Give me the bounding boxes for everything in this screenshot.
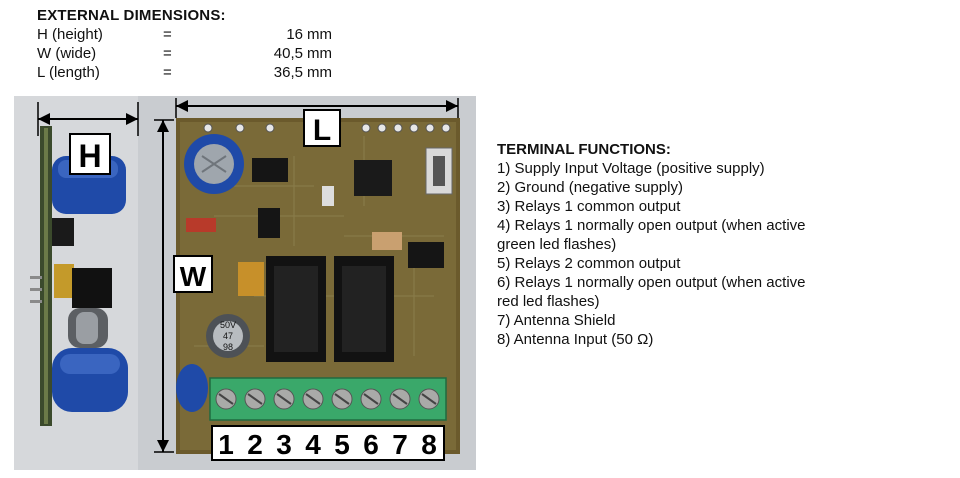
terminal-function-line: 1) Supply Input Voltage (positive supply… (497, 160, 765, 177)
capacitor-vent (201, 155, 227, 173)
terminal-function-line: 3) Relays 1 common output (497, 198, 681, 215)
terminal-number: 5 (334, 429, 350, 460)
dimension-equals: = (163, 45, 172, 62)
side-amber-component (54, 264, 74, 298)
terminal-number: 3 (276, 429, 292, 460)
ic-chip-right (408, 242, 444, 268)
dimension-row-height: H (height) = 16 mm (37, 25, 337, 44)
side-grey-capacitor-shine (76, 312, 98, 344)
dimension-label: H (height) (37, 26, 103, 43)
h-arrow-head-right (126, 113, 138, 125)
terminal-number: 6 (363, 429, 379, 460)
grey-capacitor-top (213, 321, 243, 351)
side-pin (30, 276, 42, 279)
dimension-value: 36,5 (273, 64, 303, 81)
relay-1-top (274, 266, 318, 352)
side-black-component (52, 218, 74, 246)
terminal-number: 7 (392, 429, 408, 460)
terminal-function-line: 7) Antenna Shield (497, 312, 616, 329)
circuit-board-photo: H (14, 96, 476, 470)
side-pcb-highlight (44, 128, 48, 424)
capacitor-value-text: 47 (223, 331, 233, 341)
h-label: H (78, 138, 101, 174)
dimension-value: 16 (286, 26, 303, 43)
dimension-label: L (length) (37, 64, 100, 81)
terminal-number: 8 (421, 429, 437, 460)
push-button-cap (433, 156, 445, 186)
l-arrow-head-right (446, 100, 458, 112)
dimension-equals: = (163, 64, 172, 81)
top-pads (203, 123, 451, 133)
w-arrow-head-bottom (157, 440, 169, 452)
side-pin (30, 288, 42, 291)
terminal-number: 4 (305, 429, 321, 460)
h-arrow-head-left (38, 113, 50, 125)
dimension-unit: mm (307, 64, 332, 81)
terminal-number: 1 (218, 429, 234, 460)
dimensions-title: EXTERNAL DIMENSIONS: (37, 7, 226, 24)
capacitor-voltage-text: 50V (220, 320, 236, 330)
dimension-row-length: L (length) = 36,5 mm (37, 63, 337, 82)
capacitor-code-text: 98 (223, 342, 233, 352)
side-pin (30, 300, 42, 303)
ic-chip (252, 158, 288, 182)
l-label-box (303, 109, 341, 147)
w-label: W (180, 261, 207, 292)
terminal-function-line: 8) Antenna Input (50 Ω) (497, 331, 654, 348)
relay-2-top (342, 266, 386, 352)
h-label-box (69, 133, 111, 175)
l-arrow-head-left (176, 100, 188, 112)
terminal-function-line: 5) Relays 2 common output (497, 255, 681, 272)
amber-tantalum-capacitor (238, 262, 264, 296)
blue-ceramic-capacitor (176, 364, 208, 412)
small-red-component (186, 218, 216, 232)
dimension-row-wide: W (wide) = 40,5 mm (37, 44, 337, 63)
terminal-function-line: 2) Ground (negative supply) (497, 179, 683, 196)
terminal-functions: TERMINAL FUNCTIONS: 1) Supply Input Volt… (497, 140, 917, 349)
terminal-function-line: red led flashes) (497, 293, 600, 310)
transistor-chip (258, 208, 280, 238)
terminal-screws (215, 388, 440, 410)
dimension-equals: = (163, 26, 172, 43)
dimension-unit: mm (307, 45, 332, 62)
crystal-component (372, 232, 402, 250)
terminal-number: 2 (247, 429, 263, 460)
side-capacitor-bottom-shine (60, 354, 120, 374)
dimension-value: 40,5 (273, 45, 303, 62)
side-view: H (30, 102, 139, 426)
dimension-label: W (wide) (37, 45, 97, 62)
front-view: 50V 47 98 1 2 3 4 5 6 7 8 (154, 98, 460, 461)
small-white-component (322, 186, 334, 206)
dimension-unit: mm (307, 26, 332, 43)
terminal-number-strip (211, 425, 445, 461)
l-label: L (313, 114, 331, 147)
microcontroller-chip (354, 160, 392, 196)
terminal-function-line: 4) Relays 1 normally open output (when a… (497, 217, 806, 234)
terminal-function-line: green led flashes) (497, 236, 617, 253)
w-arrow-head-top (157, 120, 169, 132)
terminal-function-line: 6) Relays 1 normally open output (when a… (497, 274, 806, 291)
side-relay (72, 268, 112, 308)
terminal-functions-title: TERMINAL FUNCTIONS: (497, 141, 671, 158)
w-label-box (173, 255, 213, 293)
